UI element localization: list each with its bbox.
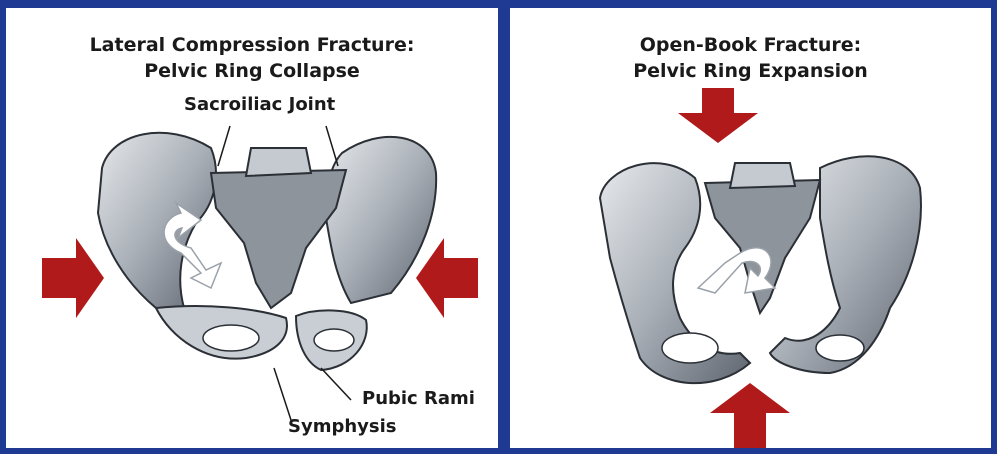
right-pelvis-illustration xyxy=(510,8,991,448)
symphysis-label: Symphysis xyxy=(288,416,396,437)
right-obturator-foramen xyxy=(314,329,354,351)
left-pelvis-illustration xyxy=(6,8,498,448)
right-compression-arrow xyxy=(416,238,478,318)
sacrum xyxy=(211,170,346,308)
lateral-compression-panel: Lateral Compression Fracture: Pelvic Rin… xyxy=(6,8,498,448)
top-compression-arrow xyxy=(678,88,758,143)
open-book-panel: Open-Book Fracture: Pelvic Ring Expansio… xyxy=(510,8,991,448)
right-obturator-foramen-right-panel xyxy=(816,335,864,361)
vertebra xyxy=(246,148,311,176)
bottom-compression-arrow xyxy=(710,383,790,448)
sacroiliac-joint-label: Sacroiliac Joint xyxy=(184,94,335,115)
left-obturator-foramen xyxy=(203,325,259,351)
sacrum-right-panel xyxy=(705,180,820,313)
opening-rotation-arrow xyxy=(698,248,775,293)
left-compression-arrow xyxy=(42,238,104,318)
pubic-rami-label: Pubic Rami xyxy=(362,388,475,409)
vertebra-right-panel xyxy=(730,163,795,188)
left-obturator-foramen-right-panel xyxy=(662,333,718,363)
